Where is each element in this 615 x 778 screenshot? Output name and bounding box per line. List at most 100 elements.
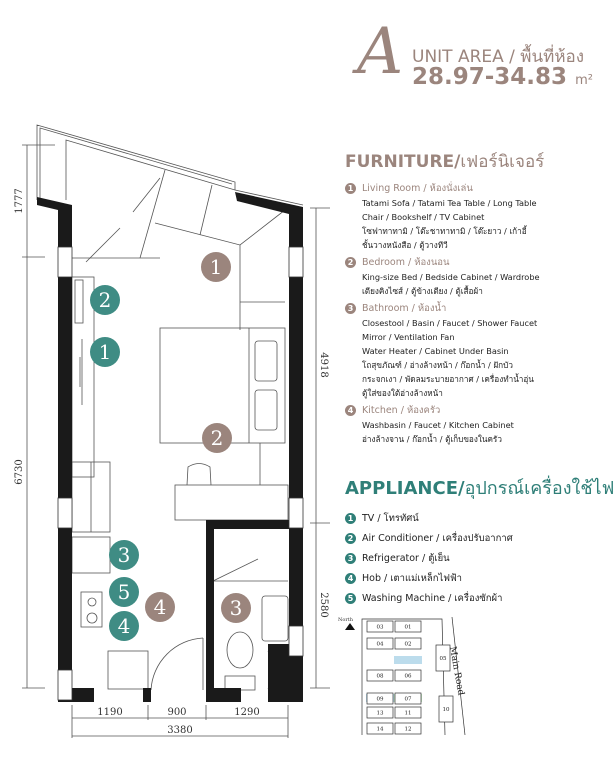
site-unit-box xyxy=(438,695,454,723)
number-badge: 3 xyxy=(345,552,356,564)
number-badge: 3 xyxy=(345,303,356,314)
north-label: North xyxy=(338,617,354,623)
furniture-line: King-size Bed / Bedside Cabinet / Wardro… xyxy=(362,272,540,282)
appliance-name: TV / โทรทัศน์ xyxy=(362,512,419,524)
svg-text:2: 2 xyxy=(211,426,224,450)
furniture-line: Tatami Sofa / Tatami Tea Table / Long Ta… xyxy=(362,198,537,208)
appliance-item: 5 Washing Machine / เครื่องซักผ้า xyxy=(345,588,613,608)
site-unit-label: 07 xyxy=(405,697,412,703)
appliance-name: Hob / เตาแม่เหล็กไฟฟ้า xyxy=(362,572,463,584)
site-unit-label: 05 xyxy=(440,656,447,662)
site-unit-box xyxy=(366,692,394,705)
furniture-room-name: Bathroom / ห้องน้ำ xyxy=(362,303,447,314)
furniture-room-name: Kitchen / ห้องครัว xyxy=(362,405,441,416)
site-unit-box xyxy=(394,669,422,682)
furniture-line: ชั้นวางหนังสือ / ตู้วางทีวี xyxy=(362,240,448,250)
svg-text:4: 4 xyxy=(118,614,131,638)
site-unit-label: 10 xyxy=(443,707,450,713)
appliance-marker-3: 3 xyxy=(109,540,139,570)
appliance-item: 4 Hob / เตาแม่เหล็กไฟฟ้า xyxy=(345,568,613,588)
furniture-room-name: Bedroom / ห้องนอน xyxy=(362,257,450,268)
site-unit-label: 13 xyxy=(377,711,384,717)
site-unit-box xyxy=(366,722,394,735)
number-badge: 2 xyxy=(345,532,356,544)
furniture-item-heading: 1 Living Room / ห้องนั่งเล่น xyxy=(345,181,613,196)
appliance-marker-4: 4 xyxy=(109,611,139,641)
site-unit-label: 06 xyxy=(405,674,412,680)
furniture-marker-4: 4 xyxy=(145,592,175,622)
dim-right-top: 4918 xyxy=(318,352,329,377)
dim-bottom-2: 900 xyxy=(167,707,186,718)
furniture-marker-1: 1 xyxy=(201,252,231,282)
furniture-marker-2: 2 xyxy=(202,423,232,453)
furniture-line: โถสุขภัณฑ์ / อ่างล้างหน้า / ก๊อกน้ำ / ฝั… xyxy=(362,360,513,370)
furniture-marker-3: 3 xyxy=(221,593,251,623)
number-badge: 5 xyxy=(345,592,356,604)
appliance-section: APPLIANCE/อุปกรณ์เครื่องใช้ไฟฟ้า 1 TV / โ… xyxy=(345,473,615,608)
svg-text:3: 3 xyxy=(118,543,131,567)
site-unit-box xyxy=(394,637,422,650)
appliance-item: 1 TV / โทรทัศน์ xyxy=(345,508,613,528)
furniture-line: Chair / Bookshelf / TV Cabinet xyxy=(362,212,485,222)
dim-bottom-total: 3380 xyxy=(167,725,192,736)
furniture-line: อ่างล้างจาน / ก๊อกน้ำ / ตู้เก็บของในครัว xyxy=(362,434,502,444)
appliance-marker-1: 1 xyxy=(90,337,120,367)
number-badge: 1 xyxy=(345,183,356,194)
appliance-name: Refrigerator / ตู้เย็น xyxy=(362,552,450,564)
number-badge: 4 xyxy=(345,405,356,416)
furniture-item-heading: 3 Bathroom / ห้องน้ำ xyxy=(345,301,613,316)
furniture-line: Washbasin / Faucet / Kitchen Cabinet xyxy=(362,420,514,430)
furniture-section: FURNITURE/เฟอร์นิเจอร์ 1 Living Room / ห้… xyxy=(345,148,613,446)
furniture-line: ตู้ใส่ของใต้อ่างล้างหน้า xyxy=(362,388,443,398)
floor-plan: 1777 6730 4918 2580 1190 900 1290 3380 1… xyxy=(14,124,330,738)
site-unit-box xyxy=(394,706,422,719)
dim-left-top: 1777 xyxy=(14,188,25,213)
unit-area-label: UNIT AREA / พื้นที่ห้อง xyxy=(412,47,585,67)
appliance-title: APPLIANCE/อุปกรณ์เครื่องใช้ไฟฟ้า xyxy=(345,478,615,499)
site-unit-box xyxy=(366,669,394,682)
dim-bottom-1: 1190 xyxy=(97,707,122,718)
site-unit-box xyxy=(394,722,422,735)
site-unit-box xyxy=(394,692,422,705)
dim-left-bottom: 6730 xyxy=(14,459,25,484)
site-unit-box xyxy=(394,620,422,633)
appliance-name: Air Conditioner / เครื่องปรับอากาศ xyxy=(362,532,513,544)
site-unit-box xyxy=(366,706,394,719)
unit-type-letter: A xyxy=(357,15,404,89)
svg-text:3: 3 xyxy=(230,596,243,620)
furniture-title: FURNITURE/เฟอร์นิเจอร์ xyxy=(345,152,545,172)
site-unit-box xyxy=(435,644,451,672)
number-badge: 2 xyxy=(345,257,356,268)
furniture-line: Water Heater / Cabinet Under Basin xyxy=(362,346,509,356)
north-arrow-icon xyxy=(345,623,355,630)
furniture-line: Mirror / Ventilation Fan xyxy=(362,332,455,342)
site-unit-label: 01 xyxy=(405,625,412,631)
number-badge: 1 xyxy=(345,512,356,524)
appliance-marker-2: 2 xyxy=(90,285,120,315)
appliance-marker-5: 5 xyxy=(109,577,139,607)
dim-right-bottom: 2580 xyxy=(318,592,329,617)
svg-text:1: 1 xyxy=(210,255,223,279)
svg-text:1: 1 xyxy=(99,340,112,364)
number-badge: 4 xyxy=(345,572,356,584)
furniture-line: เตียงคิงไซส์ / ตู้ข้างเตียง / ตู้เสื้อผ้… xyxy=(362,286,483,296)
site-unit-label: 03 xyxy=(377,625,384,631)
svg-text:2: 2 xyxy=(99,288,112,312)
site-unit-box xyxy=(366,620,394,633)
furniture-item-heading: 4 Kitchen / ห้องครัว xyxy=(345,403,613,418)
site-unit-label: 09 xyxy=(377,697,384,703)
svg-text:5: 5 xyxy=(118,580,131,604)
appliance-item: 2 Air Conditioner / เครื่องปรับอากาศ xyxy=(345,528,613,548)
site-unit-label: 02 xyxy=(405,642,412,648)
appliance-item: 3 Refrigerator / ตู้เย็น xyxy=(345,548,613,568)
furniture-line: โซฟาทาทามิ / โต๊ะชาทาทามิ / โต๊ะยาว / เก… xyxy=(362,226,527,236)
appliance-name: Washing Machine / เครื่องซักผ้า xyxy=(362,592,503,604)
site-unit-label: 12 xyxy=(405,727,412,733)
svg-text:4: 4 xyxy=(154,595,167,619)
furniture-room-name: Living Room / ห้องนั่งเล่น xyxy=(362,183,473,194)
furniture-line: กระจกเงา / พัดลมระบายอากาศ / เครื่องทำน้… xyxy=(362,374,534,384)
unit-area-value: 28.97-34.83 m² xyxy=(412,64,593,90)
site-unit-label: 14 xyxy=(377,727,384,733)
